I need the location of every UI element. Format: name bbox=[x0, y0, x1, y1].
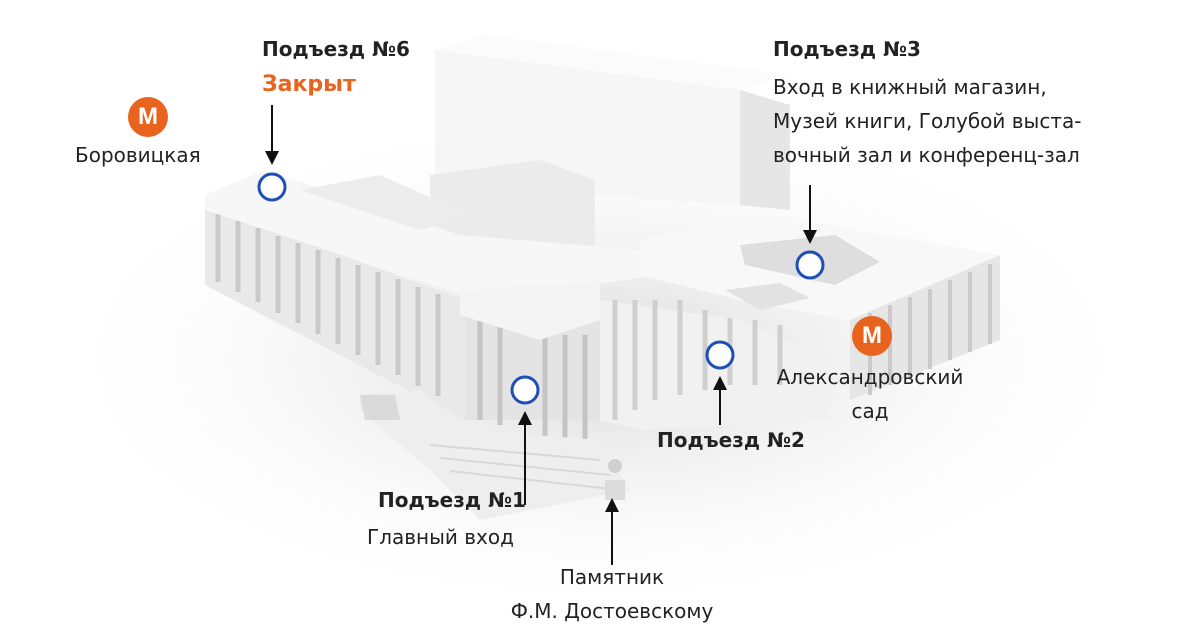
entrance-markers bbox=[257, 172, 825, 405]
monument-line-2: Ф.М. Достоевскому bbox=[510, 599, 714, 623]
entrance-3-title: Подъезд №3 bbox=[773, 37, 921, 61]
entrance-6-title: Подъезд №6 bbox=[262, 37, 410, 61]
entrance-3-marker bbox=[795, 250, 825, 280]
entrance-6-status: Закрыт bbox=[262, 72, 356, 97]
entrance-3-line-3: вочный зал и конференц-зал bbox=[773, 143, 1080, 167]
metro-borovitskaya-label: Боровицкая bbox=[75, 143, 201, 167]
monument-line-1: Памятник bbox=[559, 565, 665, 589]
entrance-1-title: Подъезд №1 bbox=[378, 488, 526, 512]
entrance-3-description: Вход в книжный магазин, Музей книги, Гол… bbox=[773, 70, 1081, 172]
entrance-2-title: Подъезд №2 bbox=[657, 428, 805, 452]
metro-icon: M bbox=[128, 97, 168, 137]
metro-alexandrovsky-line-1: Александровский bbox=[776, 365, 964, 389]
entrance-1-subtitle: Главный вход bbox=[367, 525, 514, 549]
entrance-2-marker bbox=[705, 340, 735, 370]
entrance-3-line-2: Музей книги, Голубой выста- bbox=[773, 109, 1082, 133]
entrance-1-marker bbox=[510, 375, 540, 405]
monument-label: Памятник Ф.М. Достоевскому bbox=[462, 560, 762, 628]
entrance-3-line-1: Вход в книжный магазин, bbox=[773, 75, 1047, 99]
metro-icon: M bbox=[852, 316, 892, 356]
entrance-6-marker bbox=[257, 172, 287, 202]
metro-alexandrovsky-line-2: сад bbox=[851, 399, 889, 423]
metro-alexandrovsky-label: Александровский сад bbox=[760, 360, 980, 428]
